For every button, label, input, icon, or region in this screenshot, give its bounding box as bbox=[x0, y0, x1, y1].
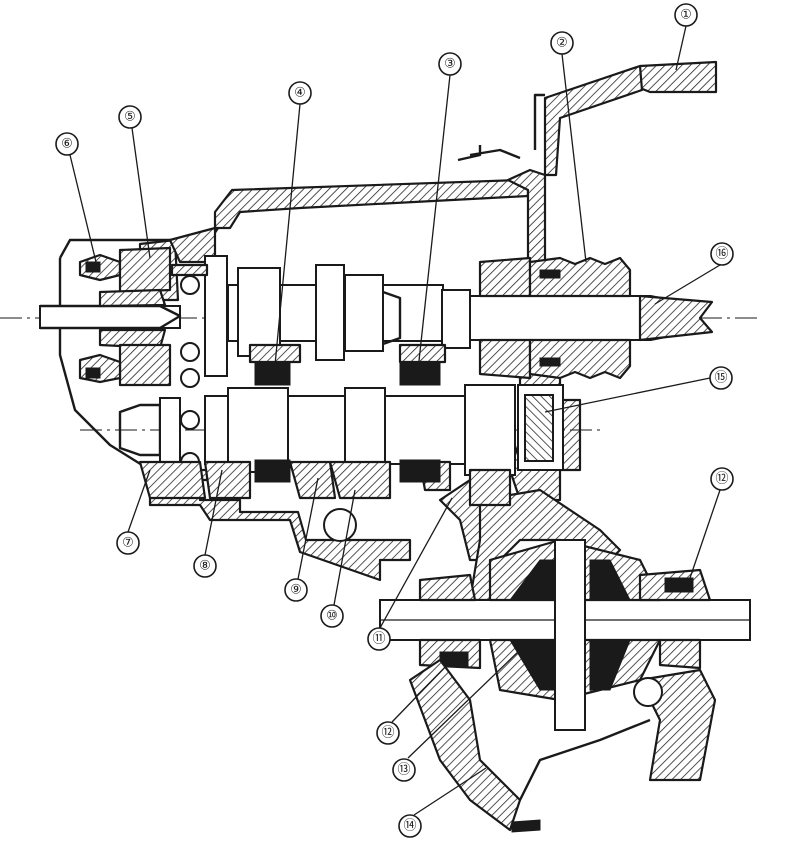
callout-2: ② bbox=[556, 36, 568, 51]
callout-12-left: ⑫ bbox=[381, 726, 394, 741]
callout-11: ⑪ bbox=[372, 632, 385, 647]
input-shaft-assembly bbox=[39, 255, 714, 377]
differential-assembly bbox=[379, 538, 751, 833]
callout-3: ③ bbox=[444, 57, 456, 72]
callout-12-right: ⑫ bbox=[715, 472, 728, 487]
synchronizer-hubs bbox=[248, 343, 447, 542]
callout-9: ⑨ bbox=[290, 583, 302, 598]
front-end-nut-and-bearing bbox=[78, 246, 172, 387]
output-shaft-assembly bbox=[118, 384, 564, 507]
callout-8: ⑧ bbox=[199, 559, 211, 574]
callout-5: ⑤ bbox=[124, 110, 136, 125]
callout-16: ⑯ bbox=[715, 247, 728, 262]
callout-4: ④ bbox=[294, 86, 306, 101]
callout-6: ⑥ bbox=[61, 137, 73, 152]
callout-10: ⑩ bbox=[326, 609, 338, 624]
callout-14: ⑭ bbox=[403, 819, 416, 834]
callout-13: ⑬ bbox=[397, 763, 410, 778]
callout-7: ⑦ bbox=[122, 536, 134, 551]
drive-shaft-boot bbox=[478, 256, 632, 380]
callout-labels: ① ② ③ ④ ⑤ ⑥ ⑦ ⑧ ⑨ ⑩ bbox=[55, 3, 734, 838]
callout-1: ① bbox=[680, 8, 692, 23]
callout-15: ⑮ bbox=[714, 371, 727, 386]
